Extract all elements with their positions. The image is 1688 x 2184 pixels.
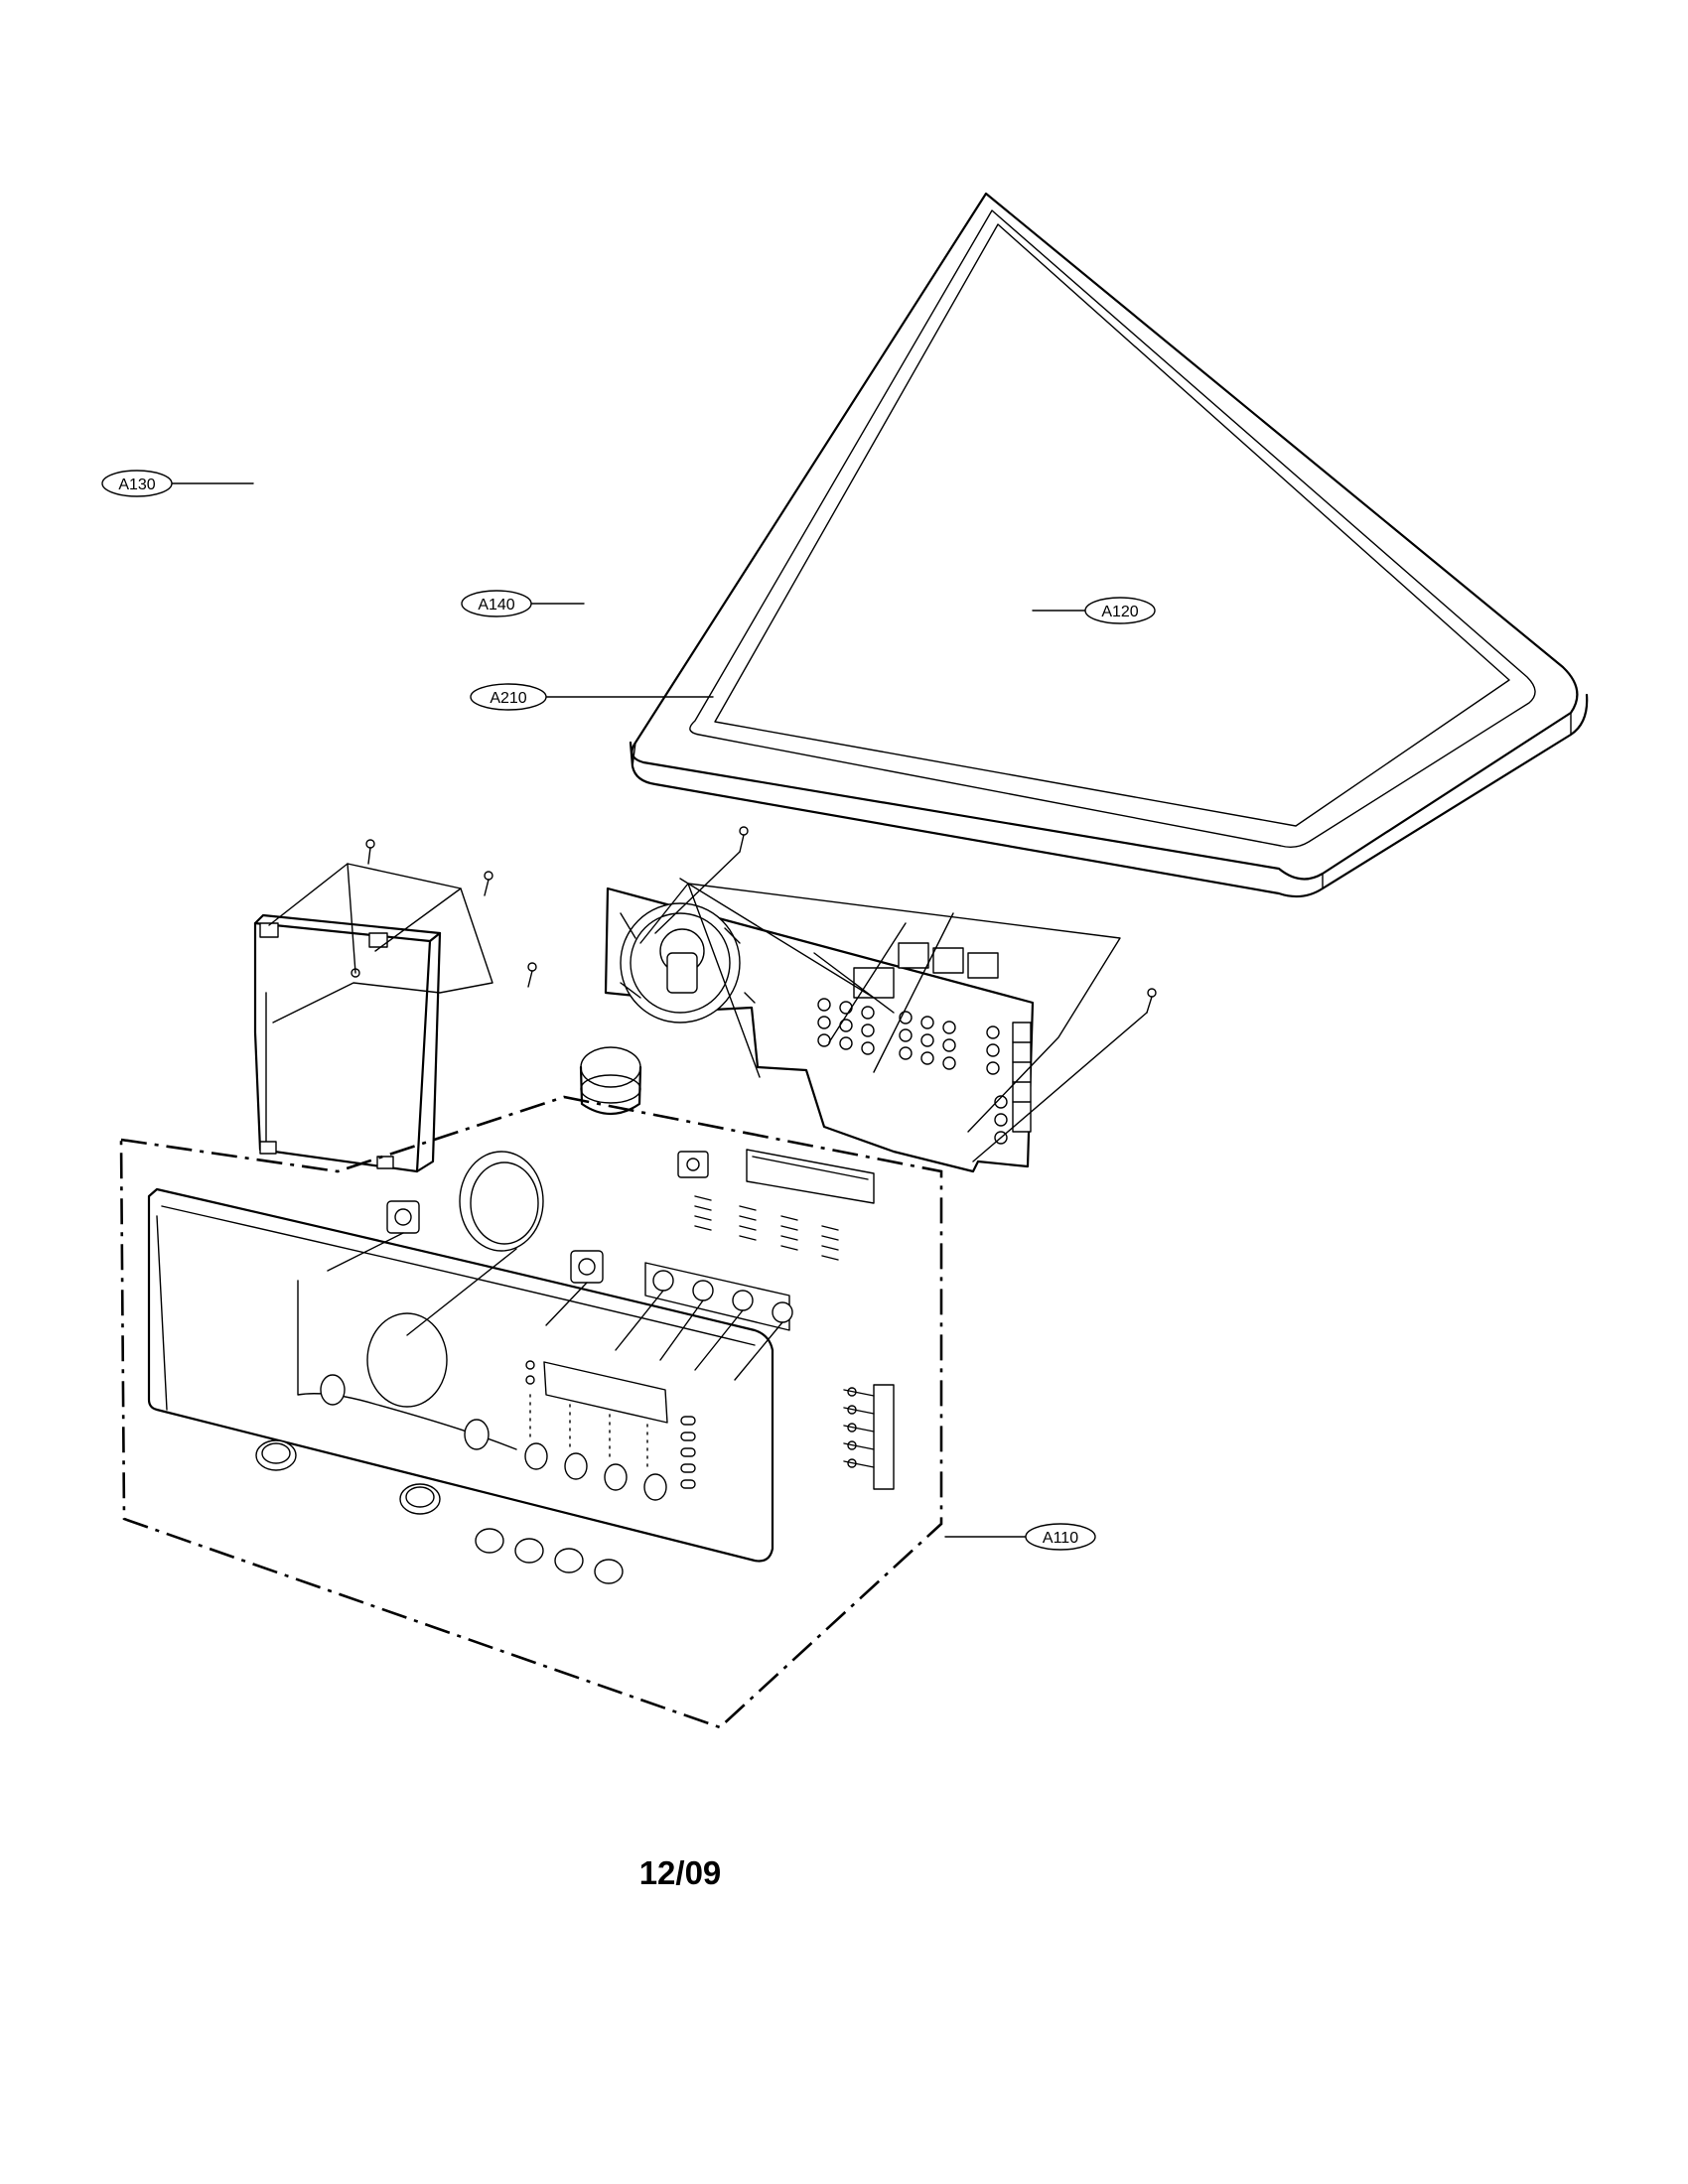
callout-a210: A210 — [470, 683, 547, 711]
callout-a210-label: A210 — [490, 690, 526, 707]
top-cover-part — [629, 192, 1589, 898]
date-code: 12/09 — [639, 1854, 722, 1891]
callout-a140: A140 — [461, 590, 532, 617]
side-bracket-part — [253, 839, 537, 1173]
knob-part — [579, 1046, 642, 1115]
callout-a140-label: A140 — [478, 597, 514, 614]
control-panel-group — [119, 1095, 943, 1729]
callout-a130-label: A130 — [118, 477, 155, 493]
pcb-assembly-part — [604, 826, 1157, 1173]
leader-lines — [168, 482, 1088, 1538]
callout-a130: A130 — [101, 470, 173, 497]
callout-a120-label: A120 — [1101, 604, 1138, 620]
callout-a120: A120 — [1084, 597, 1156, 624]
callout-a110: A110 — [1025, 1523, 1096, 1551]
callout-a110-label: A110 — [1043, 1530, 1078, 1547]
